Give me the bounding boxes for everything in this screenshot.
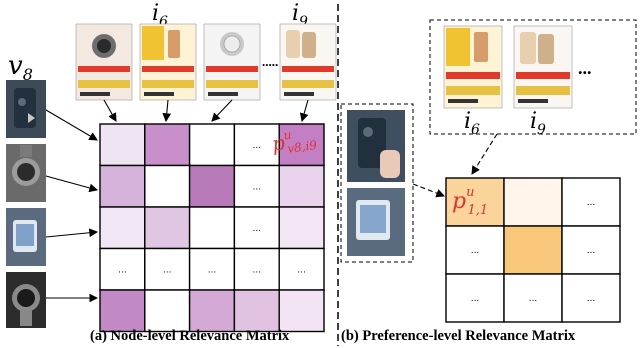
node-cell-r5-c1: [99, 289, 146, 333]
node-cell-r3-c3: [188, 206, 236, 250]
node-cell-r2-c5: [278, 164, 325, 208]
pref-cell-dots: ...: [587, 198, 596, 208]
video-thumbnail-column: [6, 80, 46, 328]
item-thumbnail-3: [203, 23, 261, 101]
node-cell-dots: ...: [297, 265, 306, 275]
node-cell-dots: ...: [163, 265, 172, 275]
node-cell-r4-c5: [278, 247, 325, 291]
node-cell-r2-c2: [144, 164, 191, 208]
item-thumbnail-b1: [443, 25, 503, 109]
node-level-matrix: ........................: [99, 123, 325, 333]
node-cell-dots: ...: [253, 224, 262, 234]
node-cell-dots: ...: [208, 265, 217, 275]
item-thumbnail-1: [75, 23, 133, 101]
video-thumbnail-2: [6, 144, 46, 202]
pref-cell-dots: ...: [529, 294, 538, 304]
pref-cell-r3-c3: [561, 273, 621, 323]
node-cell-dots: ...: [253, 265, 262, 275]
item-to-column-arrows: [103, 99, 309, 123]
video-thumbnail-b2: [347, 188, 405, 256]
item-label-right: i9: [292, 1, 308, 30]
item-group-box: [429, 19, 637, 135]
pref-cell-dots: ...: [471, 246, 480, 256]
pref-cell-dots: ...: [587, 294, 596, 304]
node-cell-r1-c4: [233, 123, 280, 167]
video-thumbnail-b1: [347, 110, 405, 182]
pref-cell-r3-c1: [445, 273, 505, 323]
preference-level-matrix: ..................: [445, 177, 621, 323]
pref-cell-r2-c3: [561, 225, 621, 275]
node-cell-r5-c4: [233, 289, 280, 333]
node-cell-formula: puv8,i9: [270, 124, 318, 158]
video-group-box: [340, 103, 414, 263]
node-cell-r2-c1: [99, 164, 146, 208]
node-cell-dots: ...: [253, 182, 262, 192]
item-label-right-b: i9: [530, 109, 546, 138]
item-label-left-b: i6: [464, 109, 480, 138]
pref-cell-r2-c2: [503, 225, 563, 275]
item-thumbnail-2: [139, 23, 197, 101]
node-cell-dots: ...: [118, 265, 127, 275]
item-label-left: i6: [152, 1, 168, 30]
video-to-row-arrows: [45, 109, 99, 303]
video-thumbnail-1: [6, 80, 46, 138]
node-cell-r2-c3: [188, 164, 236, 208]
node-cell-r5-c3: [188, 289, 236, 333]
pref-cell-r2-c1: [445, 225, 505, 275]
panel-a: v8: [6, 1, 337, 344]
panel-a-caption: (a) Node-level Relevance Matrix: [90, 328, 290, 344]
node-cell-r1-c5: [278, 123, 325, 167]
item-thumbnail-b2: [513, 25, 573, 109]
node-cell-r1-c3: [188, 123, 236, 167]
pref-cell-r1-c3: [561, 177, 621, 227]
node-cell-r5-c2: [144, 289, 191, 333]
node-cell-r3-c2: [144, 206, 191, 250]
panel-b-caption: (b) Preference-level Relevance Matrix: [341, 328, 576, 344]
pref-cell-dots: ...: [587, 246, 596, 256]
item-thumbnail-4: [279, 23, 337, 101]
video-label: v8: [8, 51, 33, 84]
node-cell-r1-c2: [144, 123, 191, 167]
pref-cell-r1-c1: [445, 177, 505, 227]
node-cell-r1-c1: [99, 123, 146, 167]
video-thumbnail-3: [6, 208, 46, 266]
node-cell-dots: ...: [253, 141, 262, 151]
node-cell-r5-c5: [278, 289, 325, 333]
pref-cell-dots: ...: [471, 294, 480, 304]
video-thumbnail-4: [6, 272, 46, 328]
node-cell-r3-c1: [99, 206, 146, 250]
item-thumbnail-row: .....: [75, 23, 337, 101]
item-ellipsis: .....: [262, 54, 278, 69]
pref-cell-r3-c2: [503, 273, 563, 323]
node-cell-r3-c5: [278, 206, 325, 250]
node-cell-r4-c2: [144, 247, 191, 291]
item-ellipsis-b: ...: [578, 58, 592, 78]
group-to-matrix-arrows: [412, 133, 498, 198]
pref-cell-r1-c2: [503, 177, 563, 227]
